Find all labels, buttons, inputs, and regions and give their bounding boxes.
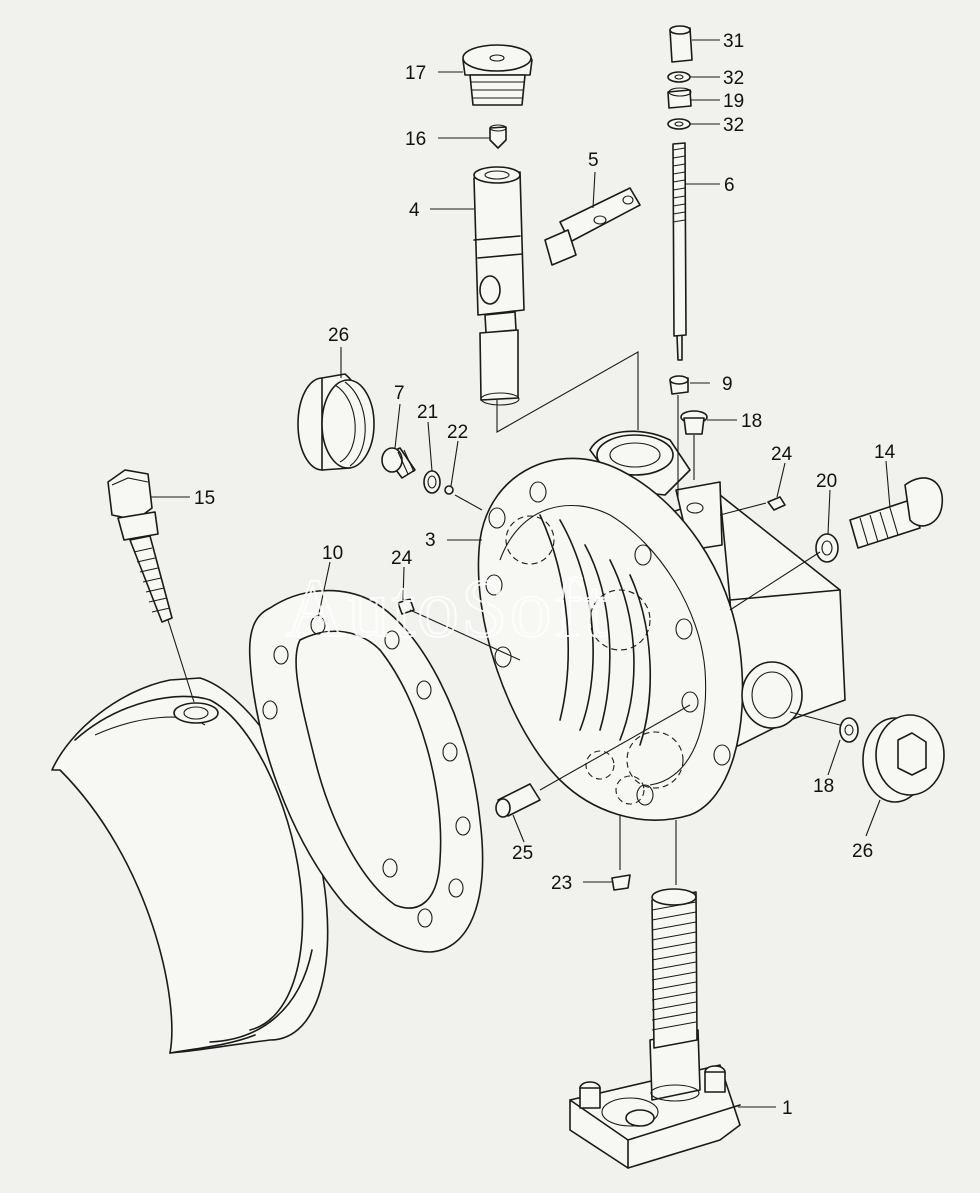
callout-4: 4 (409, 200, 420, 221)
flange-assembly-1 (569, 888, 741, 1169)
bolt-15 (107, 469, 173, 623)
leader-lines (150, 39, 891, 1108)
callout-14: 14 (874, 442, 896, 463)
callout-18-upper: 18 (741, 411, 762, 432)
callout-7: 7 (394, 383, 405, 404)
callout-22: 22 (447, 422, 468, 443)
control-arm-5 (544, 187, 641, 266)
callout-16: 16 (405, 129, 426, 150)
callout-19: 19 (723, 91, 744, 112)
plunger-4 (473, 166, 525, 406)
callout-1: 1 (782, 1098, 793, 1119)
valve-16 (489, 124, 507, 149)
watermark-text: AutoSoft (285, 562, 609, 655)
callout-24-upper: 24 (771, 444, 793, 465)
callout-18-lower: 18 (813, 776, 834, 797)
plug-26-upper (297, 373, 375, 471)
gasket-10 (248, 589, 484, 953)
valve-holder-17 (462, 44, 533, 106)
callout-21: 21 (417, 402, 438, 423)
callout-5: 5 (588, 150, 599, 171)
callout-26-upper: 26 (328, 325, 349, 346)
assembly-lines (167, 351, 841, 885)
plug-18-upper (680, 410, 708, 435)
screw-23 (611, 874, 631, 891)
callout-32-upper: 32 (723, 68, 744, 89)
callout-10: 10 (322, 543, 343, 564)
screw-9 (669, 375, 689, 395)
callout-3: 3 (425, 530, 436, 551)
callout-6: 6 (724, 175, 735, 196)
callout-26-lower: 26 (852, 841, 873, 862)
callout-15: 15 (194, 488, 215, 509)
washer-20 (815, 533, 839, 563)
callout-32-lower: 32 (723, 115, 744, 136)
bolt-14 (849, 477, 943, 549)
plug-18-lower (839, 717, 859, 743)
fitting-7 (381, 447, 416, 479)
callout-17: 17 (405, 63, 426, 84)
pump-body-3 (477, 430, 846, 821)
callout-20: 20 (816, 471, 837, 492)
callout-24-lower: 24 (391, 548, 413, 569)
callout-25: 25 (512, 843, 533, 864)
plug-26-lower (862, 714, 945, 803)
ball-22 (444, 485, 454, 495)
rack-6-assembly (667, 25, 693, 361)
callouts: 31 32 19 32 6 17 16 5 4 9 18 26 7 21 22 … (194, 31, 896, 1119)
washer-21 (423, 470, 441, 494)
dowel-25 (495, 783, 541, 818)
callout-23: 23 (551, 873, 572, 894)
callout-31: 31 (723, 31, 744, 52)
screw-24-upper (767, 496, 786, 511)
callout-9: 9 (722, 374, 733, 395)
housing-ring (51, 677, 329, 1054)
